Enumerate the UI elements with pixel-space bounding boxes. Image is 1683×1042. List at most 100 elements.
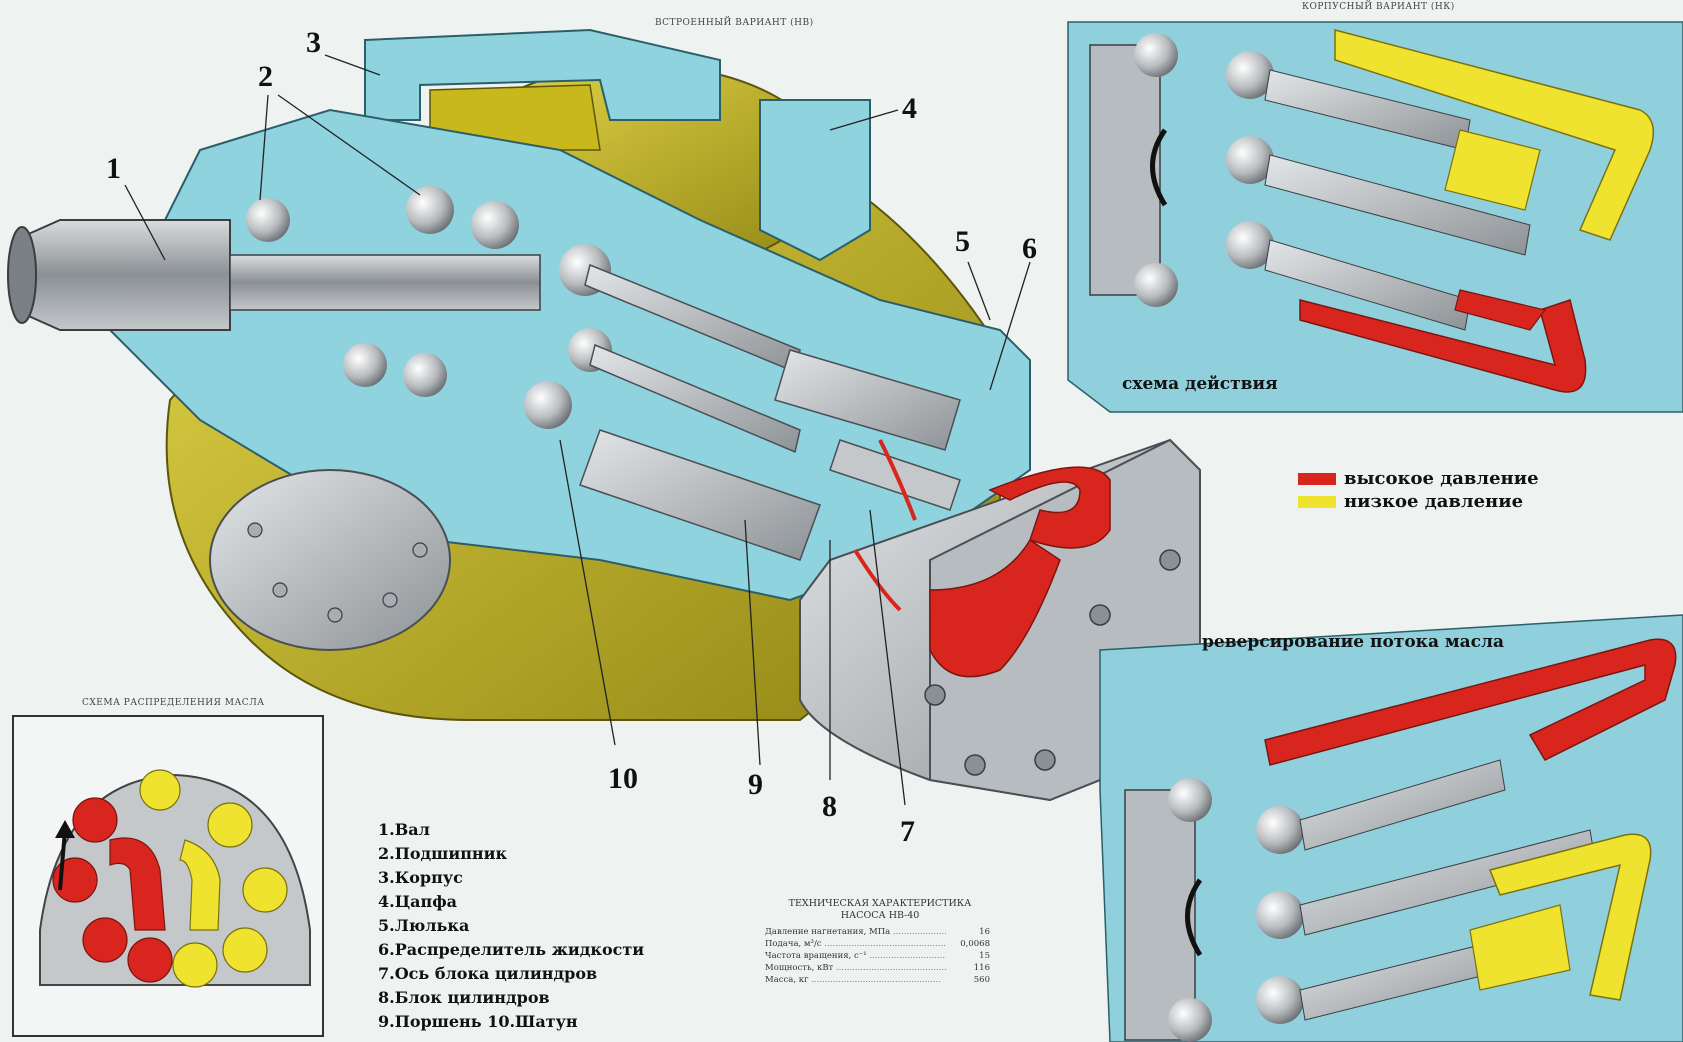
spec-value: 560 [973,975,990,985]
bolt [327,607,343,623]
reversing-ball [1168,998,1212,1042]
builtin-variant-heading: ВСТРОЕННЫЙ ВАРИАНТ (НВ) [655,18,814,28]
high-pressure-lobes [52,797,173,983]
action-ball [1226,221,1274,269]
part-item: 3.Корпус [378,868,463,887]
part-item: 1.Вал [378,820,430,839]
high-pressure-channel [1299,299,1587,393]
reversing-ball [1256,806,1304,854]
action-flange [1089,44,1161,296]
spec-row: Мощность, кВт 116 [765,962,990,974]
part-item: 6.Распределитель жидкости [378,940,645,959]
low-pressure-channel [1488,833,1652,1001]
lobe [52,857,98,903]
spec-value: 0,0068 [960,939,990,949]
rotation-arrow [58,829,67,891]
lobe [139,769,181,811]
bolt [924,684,946,706]
action-ball [1226,136,1274,184]
spec-row: Масса, кг 560 [765,974,990,986]
shaft-end [7,226,37,324]
part-item: 4.Цапфа [378,892,458,911]
action-scheme-panel [1067,21,1683,413]
leader-line [744,519,761,766]
spec-subtitle: НАСОСА НВ-40 [840,910,920,921]
high-pressure-chamber [1454,289,1547,331]
distributor-channel [878,439,917,521]
drive-shaft [14,219,231,331]
bearing-ball [471,201,519,249]
bolt [1034,749,1056,771]
spec-title: ТЕХНИЧЕСКАЯ ХАРАКТЕРИСТИКА [788,898,972,909]
spec-label: Мощность, кВт [765,962,946,974]
bearing-ball [403,353,447,397]
part-item: 9.Поршень 10.Шатун [378,1012,578,1031]
reversing-ball [1256,891,1304,939]
reversing-caption: реверсирование потока масла [1202,632,1505,652]
bolt [412,542,428,558]
rotation-arrow [1150,128,1168,207]
part-item: 8.Блок цилиндров [378,988,550,1007]
spec-label: Подача, м³/с [765,938,946,950]
bolt [964,754,986,776]
lobe [127,937,173,983]
action-scheme-caption: схема действия [1122,374,1278,394]
trunnion [759,99,871,262]
action-ball [1226,51,1274,99]
leader-line [124,184,166,261]
leader-line [259,94,269,201]
lobe [222,927,268,973]
housing-variant-heading: КОРПУСНЫЙ ВАРИАНТ (НК) [1302,2,1455,12]
oil-distribution-box [12,715,324,1037]
leader-line [559,439,616,746]
low-pressure-chamber [1444,129,1541,211]
legend-high-pressure: высокое давление [1298,468,1539,489]
spec-value: 116 [973,963,990,973]
callout-4: 4 [902,92,917,125]
parts-list: 1.Вал 2.Подшипник 3.Корпус 4.Цапфа 5.Люл… [378,818,644,1034]
spec-label: Масса, кг [765,974,946,986]
bearing-ball [343,343,387,387]
low-pressure-channel [1334,29,1655,241]
reversing-ball [1256,976,1304,1024]
piston [579,429,821,561]
callout-5: 5 [955,225,970,258]
action-ball [1134,33,1178,77]
callout-7: 7 [900,815,915,848]
callout-10: 10 [608,762,638,795]
leader-line [967,261,991,321]
callout-8: 8 [822,790,837,823]
lobe [82,917,128,963]
lobe [242,867,288,913]
pressure-legend: высокое давление низкое давление [1298,468,1539,512]
rear-end-disc [209,469,451,651]
reversing-flange [1124,789,1196,1041]
bearing-ball [246,198,290,242]
callout-3: 3 [306,26,321,59]
low-pressure-kidney [179,839,221,931]
piston [774,349,961,451]
bolt [1089,604,1111,626]
leader-lines [124,54,1031,806]
spec-row: Подача, м³/с 0,0068 [765,938,990,950]
part-item: 7.Ось блока цилиндров [378,964,598,983]
leader-line [829,109,899,131]
low-pressure-chamber [1469,904,1571,991]
action-piston [1264,154,1531,256]
callout-9: 9 [748,768,763,801]
callout-1: 1 [106,152,121,185]
lobe [172,942,218,988]
callout-6: 6 [1022,232,1037,265]
high-pressure-port [929,538,1061,678]
part-item: 2.Подшипник [378,844,508,863]
leader-line [277,94,421,196]
bearing-ball [524,381,572,429]
legend-label: высокое давление [1344,468,1539,489]
tech-specs: ТЕХНИЧЕСКАЯ ХАРАКТЕРИСТИКА НАСОСА НВ-40 … [765,898,995,986]
inner-shaft [229,254,541,311]
reversing-ball [1168,778,1212,822]
legend-low-pressure: низкое давление [1298,491,1539,512]
spec-label: Давление нагнетания, МПа [765,926,946,938]
action-piston [1264,239,1471,331]
